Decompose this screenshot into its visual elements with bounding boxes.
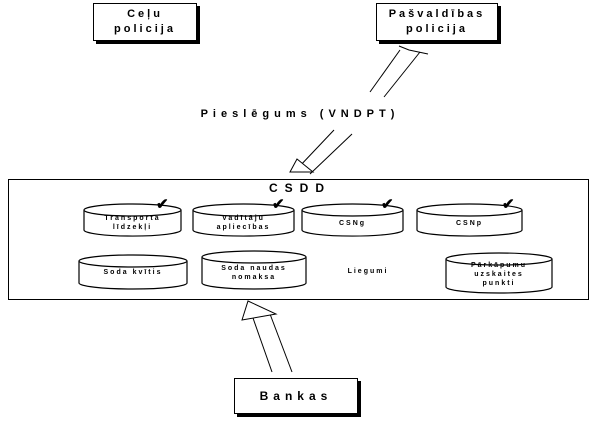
db-transporta-lidzekli: Transporta līdzekļi ✔ [83, 196, 182, 237]
cylinder-shape [301, 203, 404, 237]
pasvaldibas-policija-line-1: Pašvaldības [388, 8, 486, 21]
bankas-label: Bankas [259, 388, 333, 403]
db-vaditaju-label: Vadītāju apliecības [216, 215, 271, 231]
celu-policija-box: Ceļu policija [93, 3, 197, 41]
db-soda-kvitis: Soda kvītis [78, 254, 188, 290]
pasvaldibas-policija-line-2: policija [406, 23, 468, 35]
db-csng: CSNg ✔ [301, 196, 404, 237]
cylinder-shape [416, 203, 523, 237]
db-soda-kvitis-label: Soda kvītis [103, 269, 163, 276]
cylinder-shape [445, 252, 553, 294]
check-mark-icon: ✔ [156, 196, 169, 213]
celu-policija-line-1: Ceļu [127, 8, 163, 21]
db-transporta-label: Transporta līdzekļi [104, 215, 161, 231]
pasvaldibas-policija-box: Pašvaldības policija [376, 3, 498, 41]
check-mark-icon: ✔ [272, 196, 285, 213]
db-csnp: CSNp ✔ [416, 196, 523, 237]
cylinder-shape [83, 203, 182, 237]
cylinder-shape [201, 250, 307, 290]
cylinder-shape [192, 203, 295, 237]
db-csng-label: CSNg [338, 220, 367, 227]
double-line-arrow-icon [289, 129, 353, 175]
pieslegums-label: Pieslēgums (VNDPT) [200, 108, 400, 120]
double-line-arrow-icon [369, 45, 429, 98]
double-line-arrow-icon [241, 300, 293, 373]
db-csnp-label: CSNp [455, 220, 484, 227]
csdd-title: CSDD [268, 181, 331, 195]
db-soda-naudas-nomaksa: Soda naudas nomaksa [201, 250, 307, 290]
db-parkapumu-uzskaites-punkti: Pārkāpumu uzskaites punkti [445, 252, 553, 294]
bankas-box: Bankas [234, 378, 358, 414]
liegumi-label: Liegumi [347, 268, 389, 275]
celu-policija-line-2: policija [114, 23, 176, 35]
check-mark-icon: ✔ [381, 196, 394, 213]
db-vaditaju-apliecibas: Vadītāju apliecības ✔ [192, 196, 295, 237]
check-mark-icon: ✔ [502, 196, 515, 213]
db-soda-naudas-label: Soda naudas nomaksa [221, 265, 287, 281]
cylinder-shape [78, 254, 188, 290]
db-parkapumu-label: Pārkāpumu uzskaites punkti [470, 262, 528, 287]
